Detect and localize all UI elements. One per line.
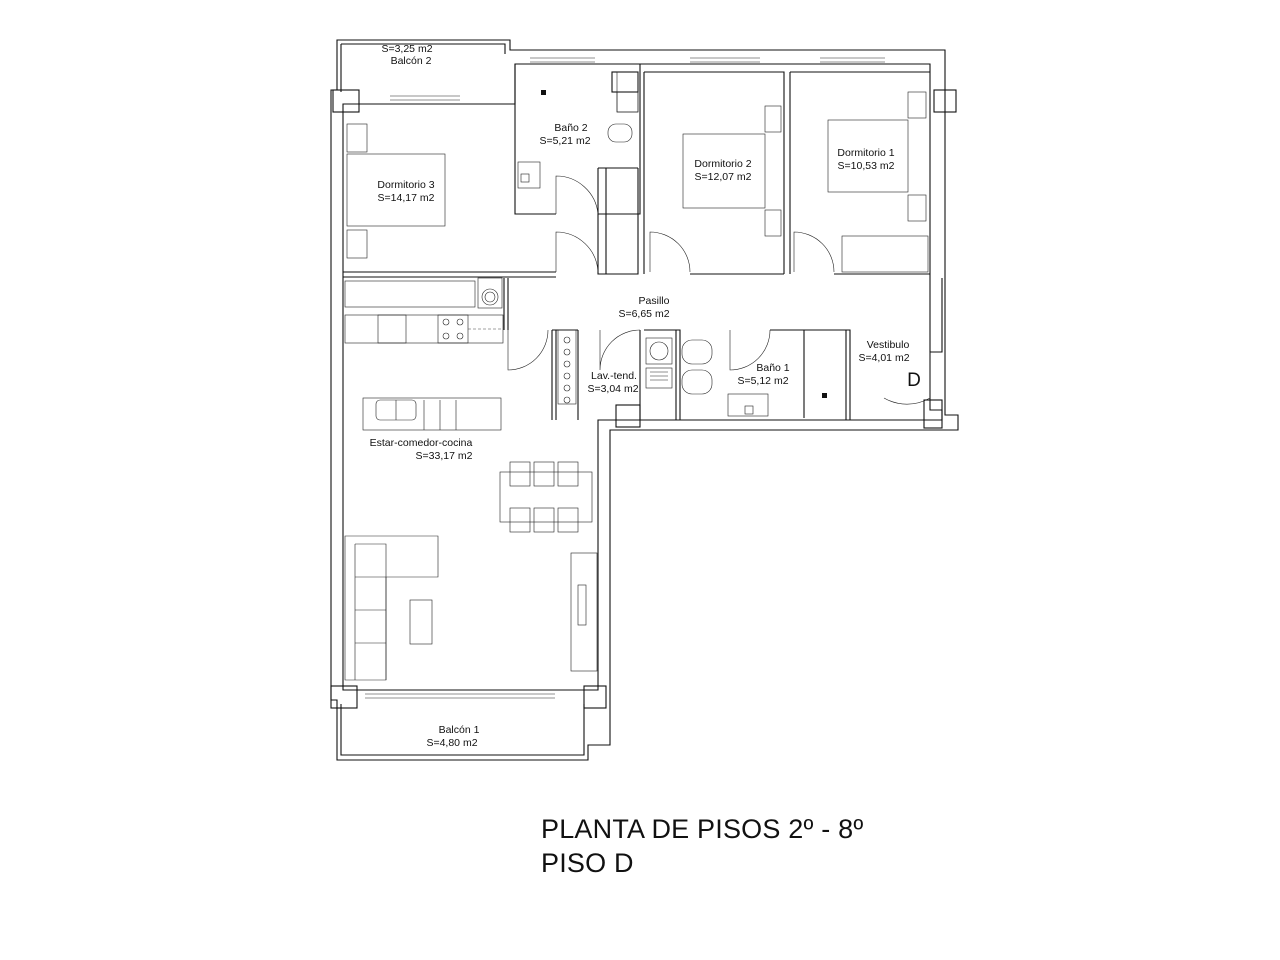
room-label-balcon2: S=3,25 m2 Balcón 2 [381,43,432,67]
room-area: S=12,07 m2 [695,171,752,183]
room-label-dormitorio3: Dormitorio 3 S=14,17 m2 [377,179,434,204]
furniture [344,71,929,681]
room-label-bano2: Baño 2 S=5,21 m2 [539,122,590,147]
room-name: Dormitorio 3 [377,179,434,191]
room-name: Estar-comedor-cocina [370,437,473,449]
room-name: Balcón 2 [391,55,432,67]
room-area: S=33,17 m2 [416,450,473,462]
room-area: S=4,01 m2 [858,352,909,364]
room-area: S=5,21 m2 [539,135,590,147]
doors [507,175,931,405]
room-label-dormitorio2: Dormitorio 2 S=12,07 m2 [694,158,751,183]
room-label-estar: Estar-comedor-cocina S=33,17 m2 [370,437,473,462]
room-area: S=14,17 m2 [378,192,435,204]
room-area: S=6,65 m2 [618,308,669,320]
room-label-bano1: Baño 1 S=5,12 m2 [737,362,789,387]
room-name: Balcón 1 [439,724,480,736]
room-label-balcon1: Balcón 1 S=4,80 m2 [426,724,479,749]
interior-walls [343,64,943,420]
room-name: Dormitorio 1 [837,147,894,159]
room-name: Lav.-tend. [591,370,637,382]
room-area: S=10,53 m2 [838,160,895,172]
room-area: S=5,12 m2 [737,375,788,387]
room-name: Vestibulo [867,339,910,351]
unit-letter: D [907,370,921,391]
room-label-vestibulo: Vestibulo S=4,01 m2 [858,339,909,364]
room-label-pasillo: Pasillo S=6,65 m2 [618,295,669,320]
plan-subtitle: PISO D [541,848,634,878]
room-name: Dormitorio 2 [694,158,751,170]
room-label-lavtend: Lav.-tend. S=3,04 m2 [587,370,638,395]
room-name: Pasillo [639,295,670,307]
room-area: S=3,04 m2 [587,383,638,395]
plan-title: PLANTA DE PISOS 2º - 8º [541,814,864,844]
room-label-dormitorio1: Dormitorio 1 S=10,53 m2 [837,147,894,172]
room-area: S=4,80 m2 [426,737,477,749]
room-name: Baño 2 [554,122,587,134]
room-area: S=3,25 m2 [381,43,432,55]
room-name: Baño 1 [756,362,789,374]
